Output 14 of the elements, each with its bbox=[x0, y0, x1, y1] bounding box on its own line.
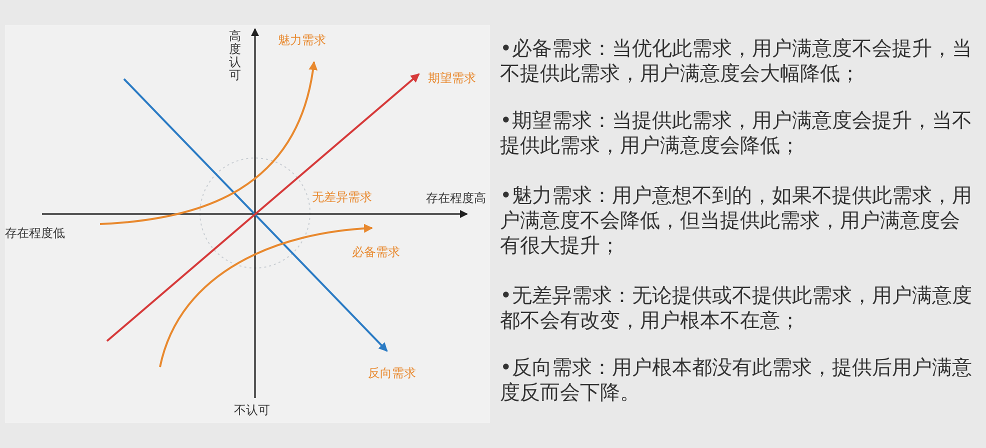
description-paragraph: •期望需求：当提供此需求，用户满意度会提升，当不提供此需求，用户满意度会降低； bbox=[500, 108, 972, 158]
description-paragraph: •必备需求：当优化此需求，用户满意度不会提升，当不提供此需求，用户满意度会大幅降低； bbox=[500, 36, 972, 86]
axis-label: 高度认可 bbox=[229, 30, 242, 82]
description-paragraph: •魅力需求：用户意想不到的，如果不提供此需求，用户满意度不会降低，但当提供此需求，用户满意度会有很大提升； bbox=[500, 183, 972, 258]
curve-label: 反向需求 bbox=[368, 366, 416, 380]
dotted-circle bbox=[200, 158, 310, 268]
axis-label: 存在程度低 bbox=[5, 226, 65, 240]
axis-label: 存在程度高 bbox=[426, 191, 486, 205]
curve-label: 期望需求 bbox=[428, 71, 476, 85]
axis-label: 不认可 bbox=[234, 403, 270, 417]
description-paragraph: •反向需求：用户根本都没有此需求，提供后用户满意度反而会下降。 bbox=[500, 355, 972, 405]
description-paragraph: •无差异需求：无论提供或不提供此需求，用户满意度都不会有改变，用户根本不在意； bbox=[500, 283, 972, 333]
curve-label: 必备需求 bbox=[352, 245, 400, 259]
curve-label: 魅力需求 bbox=[278, 33, 326, 47]
